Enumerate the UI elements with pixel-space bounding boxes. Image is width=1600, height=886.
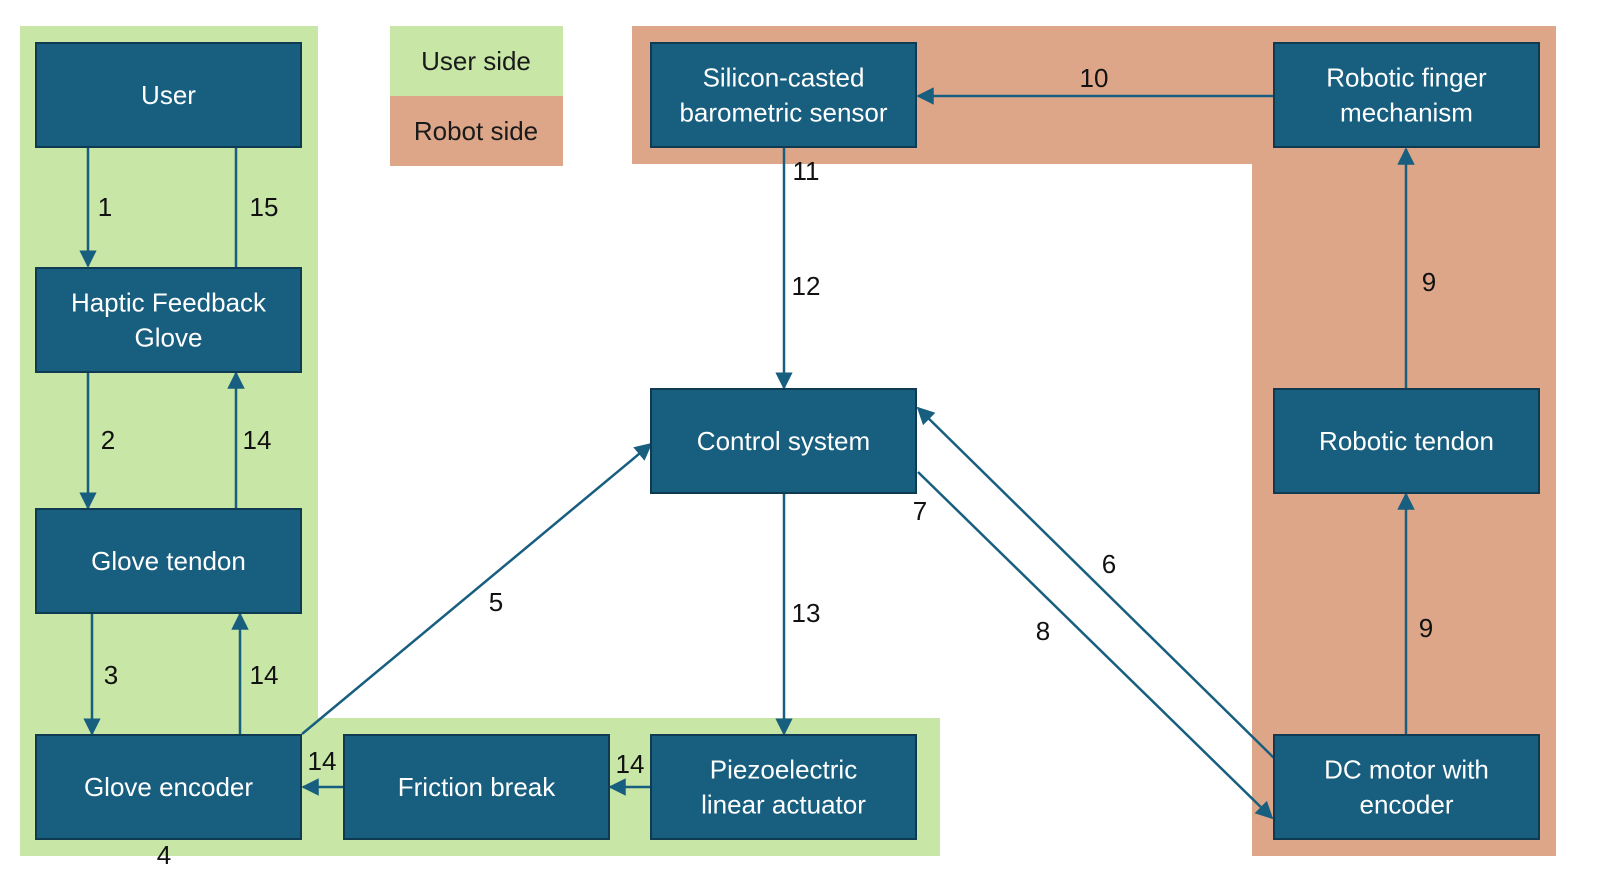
node-barometric-sensor-box	[650, 42, 917, 148]
node-friction-break-label-line-1: Friction break	[398, 772, 556, 802]
node-haptic-glove-label-line-2: Glove	[135, 323, 203, 353]
node-piezo-actuator-label-line-1: Piezoelectric	[710, 755, 857, 785]
edge-label-15: 15	[250, 192, 279, 222]
node-dc-motor: DC motor with encoder	[1273, 734, 1540, 840]
edge-label-7: 7	[913, 496, 927, 526]
edge-motor-to-control	[916, 406, 1275, 759]
node-dc-motor-label-line-1: DC motor with	[1324, 755, 1489, 785]
node-glove-tendon-box	[35, 508, 302, 614]
edge-control-to-motor	[917, 471, 1274, 820]
node-robotic-tendon: Robotic tendon	[1273, 388, 1540, 494]
node-haptic-glove-label-line-1: Haptic Feedback	[71, 288, 267, 318]
node-user-label-line-1: User	[141, 80, 196, 110]
legend-robot-side-label: Robot side	[414, 116, 538, 146]
node-friction-break: Friction break	[343, 734, 610, 840]
node-piezo-actuator: Piezoelectric linear actuator	[650, 734, 917, 840]
edge-label-3: 3	[104, 660, 118, 690]
edge-encoder-to-control	[301, 442, 653, 735]
node-glove-tendon: Glove tendon	[35, 508, 302, 614]
node-friction-break-box	[343, 734, 610, 840]
node-haptic-glove-box	[35, 267, 302, 373]
node-glove-encoder: Glove encoder	[35, 734, 302, 840]
edge-label-6: 6	[1102, 549, 1116, 579]
node-piezo-actuator-box	[650, 734, 917, 840]
node-robotic-finger: Robotic finger mechanism	[1273, 42, 1540, 148]
edge-label-14-glove: 14	[243, 425, 272, 455]
legend: User side Robot side	[390, 26, 563, 166]
edge-label-12: 12	[792, 271, 821, 301]
edge-labels: 1 15 2 14 3 14 4 5 14 14 13 6 7 8 9 9 10…	[98, 63, 1436, 870]
edge-label-5: 5	[489, 587, 503, 617]
edge-label-14-piezo-to-friction: 14	[616, 749, 645, 779]
legend-robot-side-swatch	[390, 96, 563, 166]
edges	[79, 87, 1415, 820]
node-robotic-finger-label-line-1: Robotic finger	[1326, 63, 1487, 93]
edge-label-4: 4	[157, 840, 171, 870]
node-barometric-sensor-label-line-2: barometric sensor	[679, 98, 887, 128]
node-glove-encoder-box	[35, 734, 302, 840]
edge-label-10: 10	[1080, 63, 1109, 93]
node-robotic-tendon-label-line-1: Robotic tendon	[1319, 426, 1494, 456]
edge-label-1: 1	[98, 192, 112, 222]
node-control-system: Control system	[650, 388, 917, 494]
node-robotic-finger-label-line-2: mechanism	[1340, 98, 1473, 128]
node-control-system-label-line-1: Control system	[697, 426, 870, 456]
node-user: User	[35, 42, 302, 148]
node-glove-tendon-label-line-1: Glove tendon	[91, 546, 246, 576]
node-robotic-finger-box	[1273, 42, 1540, 148]
node-glove-encoder-label-line-1: Glove encoder	[84, 772, 253, 802]
edge-label-9-upper: 9	[1422, 267, 1436, 297]
edge-label-2: 2	[101, 425, 115, 455]
edge-label-14-friction-to-encoder: 14	[308, 746, 337, 776]
node-piezo-actuator-label-line-2: linear actuator	[701, 790, 866, 820]
legend-user-side-swatch	[390, 26, 563, 96]
node-user-box	[35, 42, 302, 148]
edge-label-13: 13	[792, 598, 821, 628]
legend-user-side-label: User side	[421, 46, 531, 76]
edge-label-9-lower: 9	[1419, 613, 1433, 643]
node-barometric-sensor: Silicon-casted barometric sensor	[650, 42, 917, 148]
node-control-system-box	[650, 388, 917, 494]
edge-label-14-encoder: 14	[250, 660, 279, 690]
edge-label-8: 8	[1036, 616, 1050, 646]
edge-label-11: 11	[793, 156, 820, 186]
node-robotic-tendon-box	[1273, 388, 1540, 494]
node-dc-motor-box	[1273, 734, 1540, 840]
node-barometric-sensor-label-line-1: Silicon-casted	[703, 63, 865, 93]
node-dc-motor-label-line-2: encoder	[1360, 790, 1454, 820]
